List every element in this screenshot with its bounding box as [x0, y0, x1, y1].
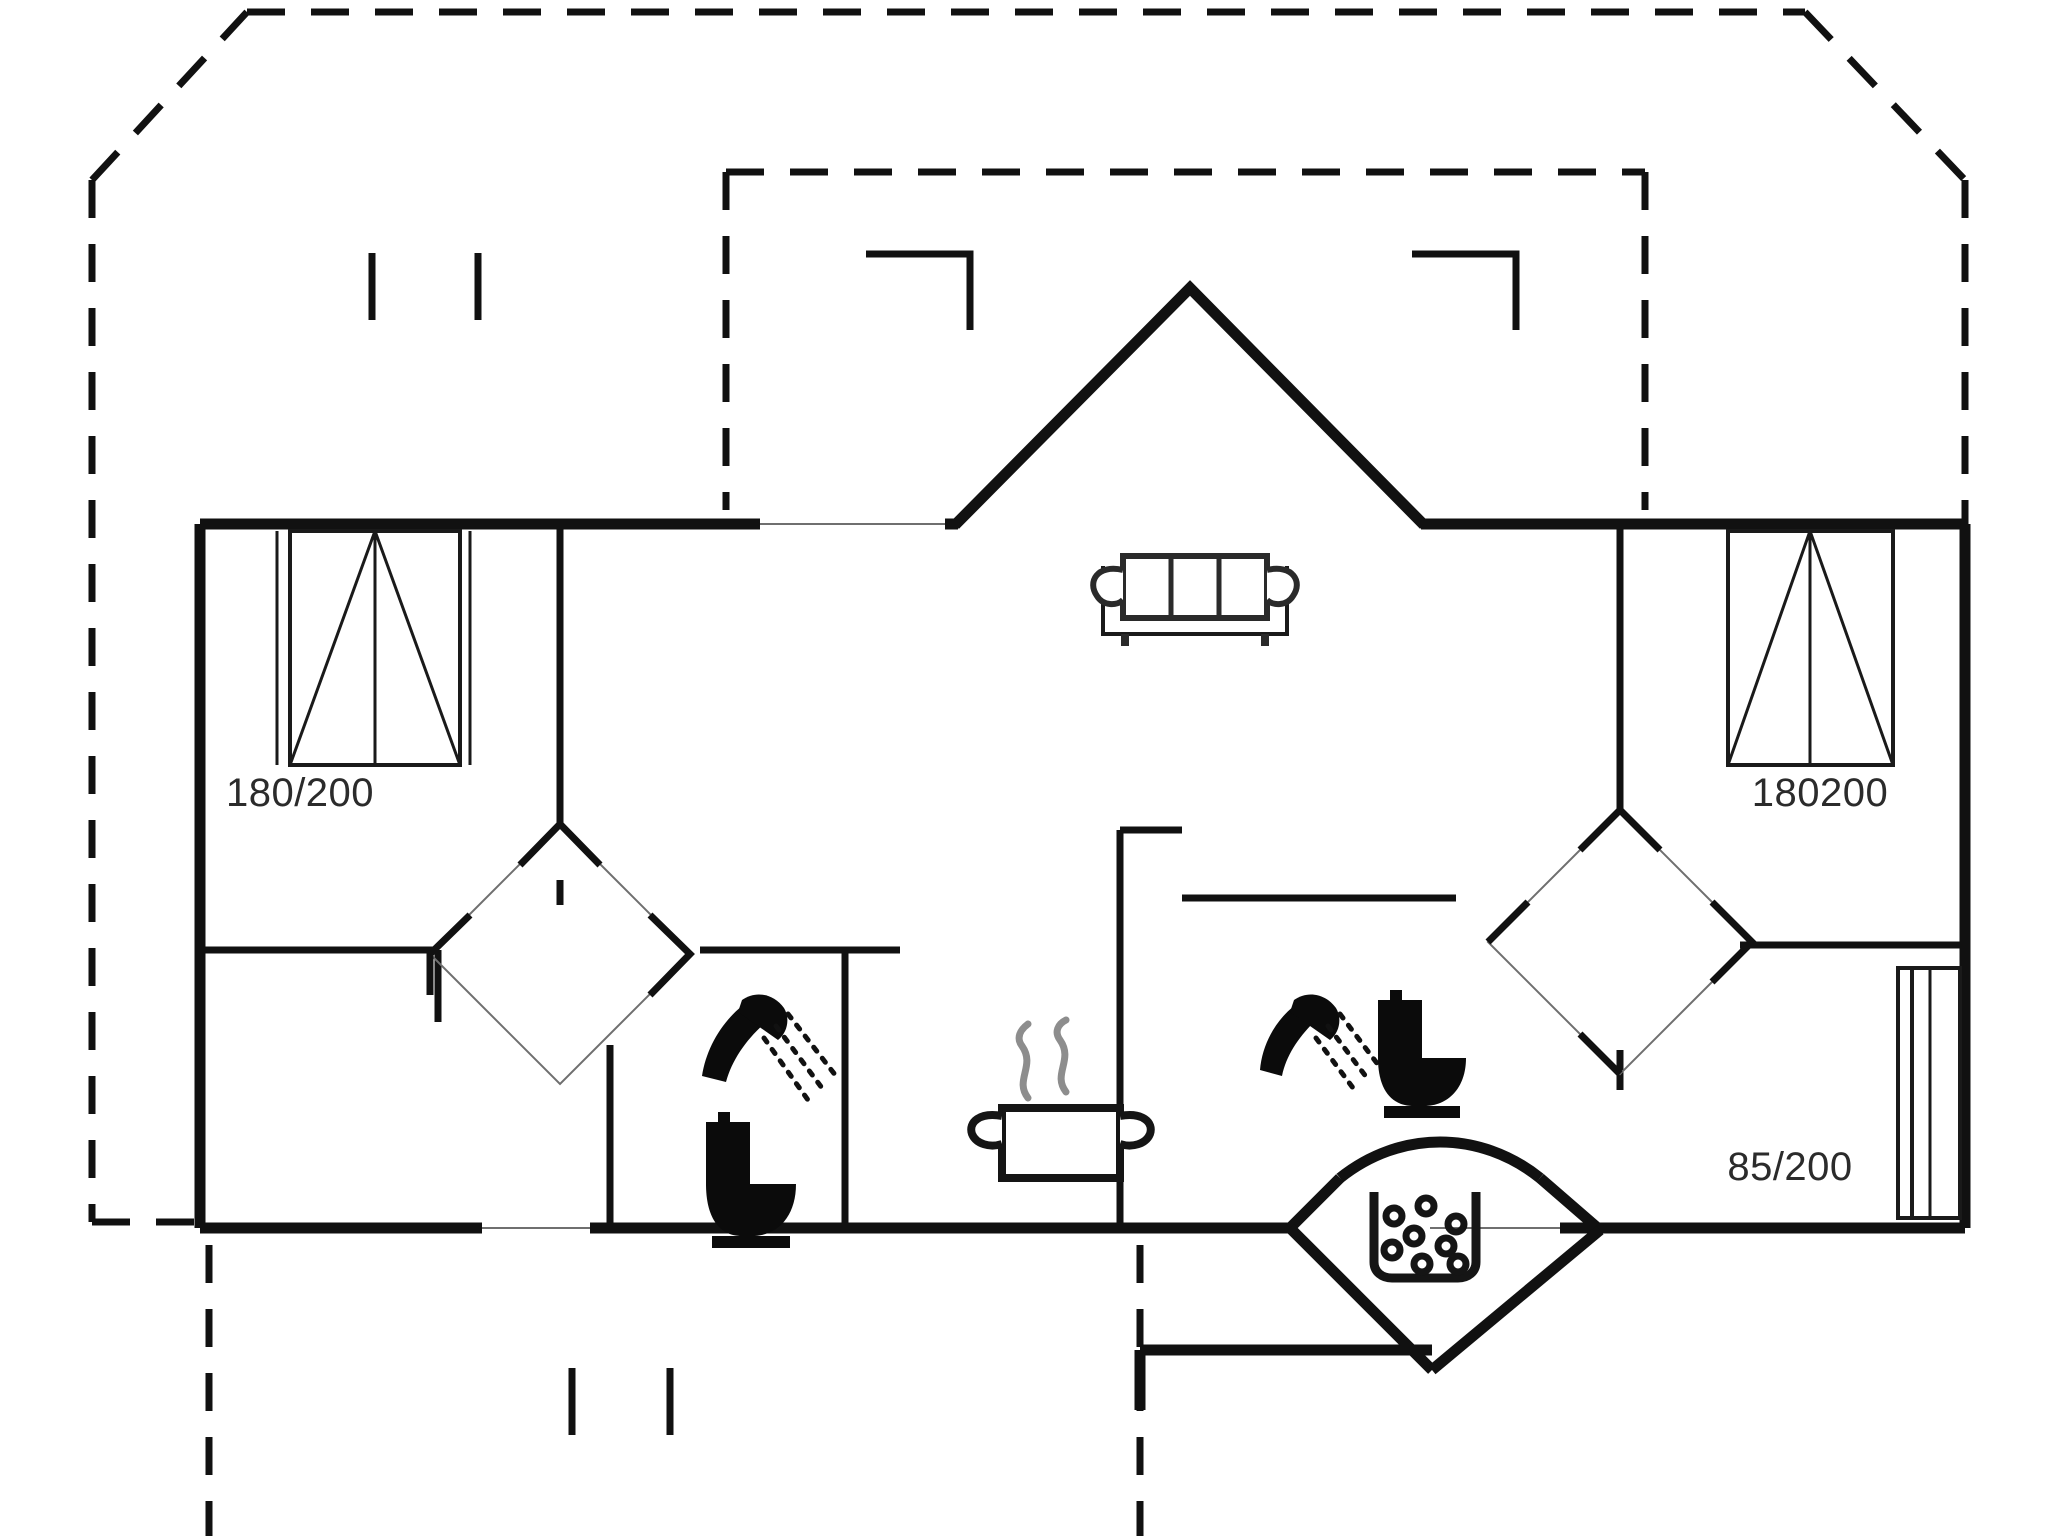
whirlpool-icon: [1369, 1192, 1481, 1283]
roof-overhang-dashed: [722, 168, 1649, 510]
door-opening-right-cluster: [1485, 805, 1757, 1077]
exterior-walls: [194, 518, 1971, 1234]
bed-right-dimension-label: 180200: [1752, 771, 1888, 815]
terrace-post-ticks-top: [368, 253, 482, 320]
terrace-post-ticks-bottom: [568, 1368, 674, 1435]
toilet-icon-left: [706, 1112, 796, 1248]
toilet-icon-right: [1378, 990, 1466, 1118]
bed-left: [275, 529, 472, 767]
bay-window-projection: [1134, 1136, 1604, 1410]
bunk-bed-right: [1896, 966, 1962, 1220]
bunk-bed-dimension-label: 85/200: [1727, 1145, 1852, 1189]
roof-gable-peak: [951, 280, 1428, 529]
sofa-icon: [1090, 553, 1300, 646]
door-opening-left-cluster: [426, 818, 695, 1086]
gable-window-markers: [866, 250, 1520, 330]
bed-left-dimension-label: 180/200: [226, 771, 374, 815]
bed-right: [1726, 529, 1895, 767]
cooking-pot-icon: [967, 1016, 1155, 1182]
shower-icon-right: [1260, 994, 1385, 1095]
shower-icon-left: [702, 994, 839, 1103]
